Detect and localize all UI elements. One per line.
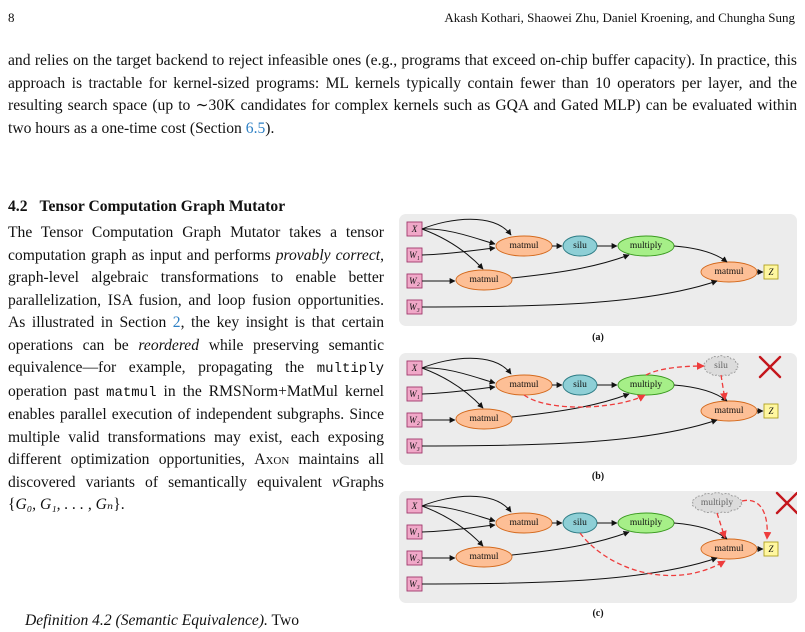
- node-matmul-2-label: matmul: [469, 552, 498, 562]
- rejected-cross-b: [758, 355, 782, 379]
- input-w1-label: W₁: [409, 250, 420, 260]
- node-matmul-2: [455, 269, 513, 291]
- edge-w3-matmulout: [421, 279, 718, 308]
- output-z: [763, 403, 779, 419]
- node-matmul-out-label: matmul: [714, 406, 743, 416]
- figure-caption-b: (b): [591, 471, 605, 482]
- node-matmul-2: [455, 546, 513, 568]
- page-number: 8: [8, 10, 15, 25]
- input-w1-label: W₁: [409, 389, 420, 399]
- edge-w3-matmulout: [421, 556, 718, 585]
- input-x-label: X: [411, 363, 418, 373]
- section-title: Tensor Computation Graph Mutator: [39, 198, 286, 215]
- running-head: Akash Kothari, Shaowei Zhu, Daniel Kroen…: [444, 10, 795, 25]
- edge-w3-matmulout: [421, 418, 718, 447]
- input-x-label: X: [411, 501, 418, 511]
- node-matmul-out-label: matmul: [714, 544, 743, 554]
- section-ref-link[interactable]: 6.5: [245, 119, 266, 137]
- node-matmul-2: [455, 408, 513, 430]
- node-multiply-label: multiply: [630, 241, 662, 251]
- dashed-edge-multiply-matmulout: [716, 512, 727, 539]
- output-z-label: Z: [768, 544, 774, 554]
- input-w2-label: W₂: [409, 276, 420, 286]
- dashed-edge-multiply-z: [741, 499, 772, 540]
- node-multiply-label: multiply: [630, 380, 662, 390]
- edge-x-matmul1: [421, 505, 496, 523]
- input-w3-label: W₃: [409, 302, 420, 312]
- paragraph-definition: Definition 4.2 (Semantic Equivalence). T…: [25, 612, 300, 629]
- node-silu-label: silu: [573, 518, 587, 528]
- node-matmul-1-label: matmul: [509, 518, 538, 528]
- input-w2-label: W₂: [409, 553, 420, 563]
- ghost-node-multiply-label: multiply: [701, 498, 733, 508]
- edge-x-matmul2b: [421, 505, 484, 547]
- input-w3-label: W₃: [409, 441, 420, 451]
- paragraph-intro: and relies on the target backend to reje…: [8, 52, 797, 137]
- edge-matmul2-multiply: [511, 254, 630, 279]
- edge-x-matmul1: [421, 367, 496, 385]
- ghost-node-multiply: [691, 492, 743, 514]
- section-ref-link-2[interactable]: 2: [172, 314, 181, 331]
- section-heading: 4.2 Tensor Computation Graph Mutator: [8, 198, 285, 216]
- edge-x-matmul2b: [421, 367, 484, 409]
- output-z-label: Z: [768, 267, 774, 277]
- node-matmul-out-label: matmul: [714, 267, 743, 277]
- dashed-edge-silu-matmulout: [579, 532, 726, 577]
- ghost-node-silu: [703, 355, 739, 377]
- edge-w1-matmul1: [421, 522, 496, 533]
- input-x-label: X: [411, 224, 418, 234]
- output-z: [763, 541, 779, 557]
- edge-x-matmul2: [421, 357, 512, 375]
- edge-multiply-matmulout: [673, 245, 728, 263]
- output-z: [763, 264, 779, 280]
- edge-x-matmul2: [421, 495, 512, 513]
- input-w3-label: W₃: [409, 579, 420, 589]
- node-multiply-label: multiply: [630, 518, 662, 528]
- figure-caption-c: (c): [592, 608, 604, 619]
- edge-matmul2-multiply: [511, 531, 630, 556]
- input-w1-label: W₁: [409, 527, 420, 537]
- figure-caption-a: (a): [592, 332, 604, 343]
- edge-x-matmul1: [421, 228, 496, 246]
- node-matmul-1-label: matmul: [509, 380, 538, 390]
- dashed-edge-matmul1-multiply: [523, 394, 646, 408]
- section-number: 4.2: [8, 198, 28, 215]
- dashed-edge-multiply-silu: [645, 362, 705, 376]
- edge-x-matmul2: [421, 218, 512, 236]
- paragraph-mutator: The Tensor Computation Graph Mutator tak…: [8, 224, 385, 513]
- input-w2-label: W₂: [409, 415, 420, 425]
- rejected-cross-c: [775, 491, 797, 515]
- output-z-label: Z: [768, 406, 774, 416]
- node-matmul-2-label: matmul: [469, 275, 498, 285]
- edge-x-matmul2b: [421, 228, 484, 270]
- node-matmul-1-label: matmul: [509, 241, 538, 251]
- node-multiply: [617, 235, 675, 257]
- node-matmul-2-label: matmul: [469, 414, 498, 424]
- node-silu-label: silu: [573, 380, 587, 390]
- edge-w1-matmul1: [421, 384, 496, 395]
- dashed-edge-silu-matmulout: [720, 374, 728, 401]
- ghost-node-silu-label: silu: [714, 361, 728, 371]
- edge-w1-matmul1: [421, 245, 496, 256]
- node-multiply: [617, 512, 675, 534]
- node-silu-label: silu: [573, 241, 587, 251]
